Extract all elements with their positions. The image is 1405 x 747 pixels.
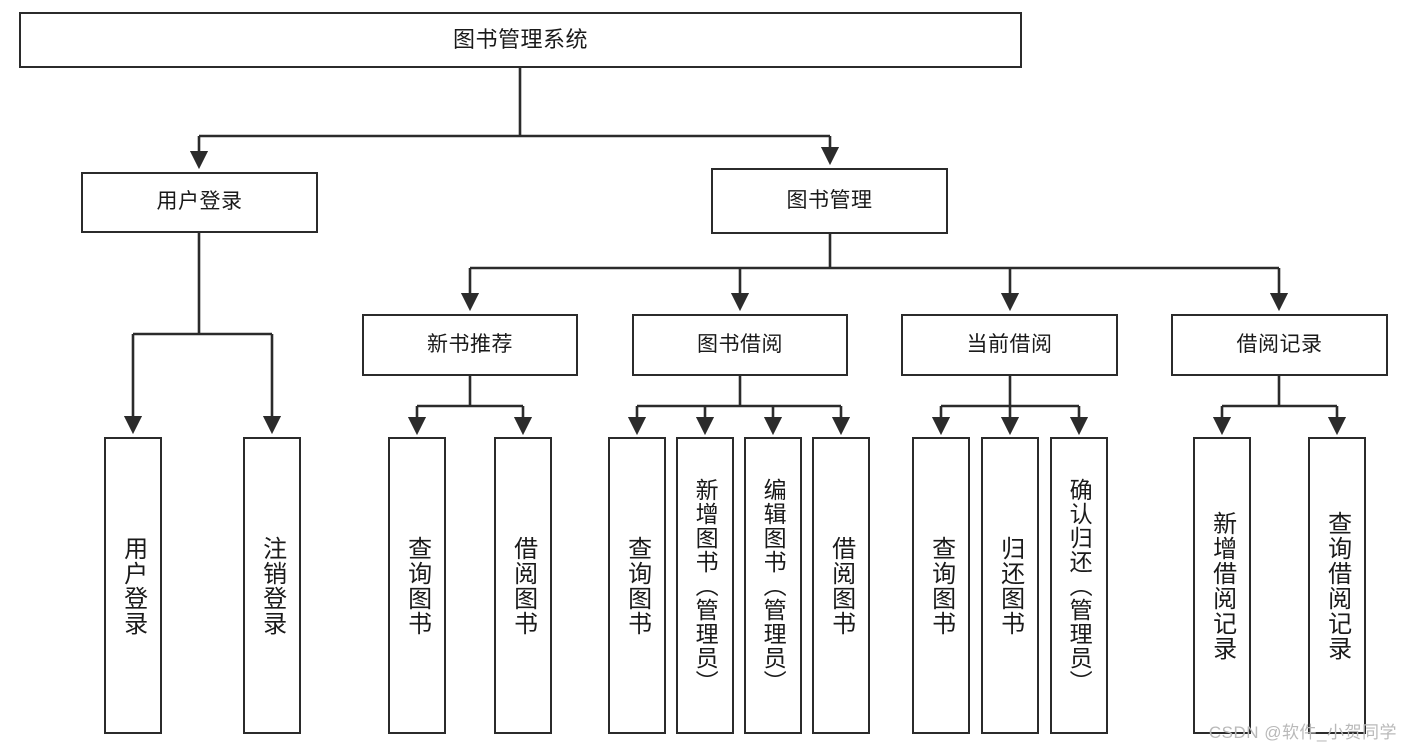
node-leaf-user-login-label: 用户登录 [119, 535, 147, 636]
node-current-borrow-label: 当前借阅 [966, 332, 1053, 356]
csdn-watermark: CSDN @软件_小贺同学 [1208, 723, 1397, 742]
node-leaf-return-book[interactable]: 归还图书 [981, 437, 1039, 734]
node-leaf-query-record-label: 查询借阅记录 [1323, 510, 1351, 661]
node-leaf-query-book-3-label: 查询图书 [927, 535, 955, 636]
node-leaf-return-book-label: 归还图书 [996, 535, 1024, 636]
node-leaf-borrow-book-1-label: 借阅图书 [509, 535, 537, 636]
node-root[interactable]: 图书管理系统 [19, 12, 1022, 68]
node-leaf-query-book-1[interactable]: 查询图书 [388, 437, 446, 734]
node-leaf-edit-book-label: 编辑图书（管理员） [760, 477, 787, 694]
node-leaf-logout[interactable]: 注销登录 [243, 437, 301, 734]
node-book-manage-label: 图书管理 [786, 188, 873, 212]
node-book-borrow-label: 图书借阅 [697, 332, 783, 356]
node-leaf-borrow-book-2[interactable]: 借阅图书 [812, 437, 870, 734]
node-leaf-add-record[interactable]: 新增借阅记录 [1193, 437, 1251, 734]
node-leaf-query-book-2[interactable]: 查询图书 [608, 437, 666, 734]
node-leaf-query-record[interactable]: 查询借阅记录 [1308, 437, 1366, 734]
node-leaf-confirm-return[interactable]: 确认归还（管理员） [1050, 437, 1108, 734]
node-leaf-query-book-3[interactable]: 查询图书 [912, 437, 970, 734]
node-leaf-edit-book[interactable]: 编辑图书（管理员） [744, 437, 802, 734]
node-borrow-record-label: 借阅记录 [1236, 332, 1323, 356]
node-user-login-label: 用户登录 [156, 190, 243, 214]
node-new-book-rec[interactable]: 新书推荐 [362, 314, 578, 376]
node-leaf-query-book-2-label: 查询图书 [623, 535, 651, 636]
node-leaf-borrow-book-1[interactable]: 借阅图书 [494, 437, 552, 734]
node-leaf-add-book[interactable]: 新增图书（管理员） [676, 437, 734, 734]
node-new-book-rec-label: 新书推荐 [427, 332, 513, 356]
node-leaf-logout-label: 注销登录 [258, 535, 286, 636]
node-leaf-add-book-label: 新增图书（管理员） [692, 477, 719, 694]
node-leaf-confirm-return-label: 确认归还（管理员） [1066, 477, 1093, 694]
node-borrow-record[interactable]: 借阅记录 [1171, 314, 1388, 376]
node-leaf-user-login[interactable]: 用户登录 [104, 437, 162, 734]
node-user-login[interactable]: 用户登录 [81, 172, 318, 233]
node-book-borrow[interactable]: 图书借阅 [632, 314, 848, 376]
node-book-manage[interactable]: 图书管理 [711, 168, 948, 234]
node-leaf-query-book-1-label: 查询图书 [403, 535, 431, 636]
node-leaf-borrow-book-2-label: 借阅图书 [827, 535, 855, 636]
node-leaf-add-record-label: 新增借阅记录 [1208, 510, 1236, 661]
node-current-borrow[interactable]: 当前借阅 [901, 314, 1118, 376]
node-root-label: 图书管理系统 [452, 27, 588, 53]
